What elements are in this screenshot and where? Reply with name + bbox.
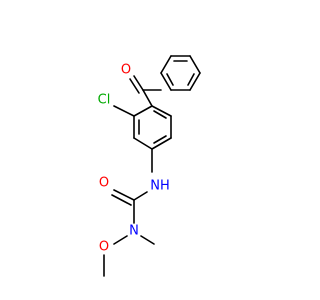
bond-ph-3 xyxy=(189,55,201,74)
bond-ring-inner-2 xyxy=(153,135,167,144)
urea-oxygen-label: O xyxy=(99,176,109,191)
bond-ketone-co-2 xyxy=(129,78,140,94)
bond-ph-4 xyxy=(189,72,201,91)
ketone-oxygen-label: O xyxy=(121,63,131,78)
molecule-diagram: O Cl NH O N O xyxy=(98,55,201,277)
amide-nh-label: NH xyxy=(150,179,170,194)
bond-ph-inner-2 xyxy=(187,73,195,86)
chemical-structure-canvas: O Cl NH O N O xyxy=(97,55,201,277)
bond-n-o xyxy=(113,235,128,245)
ketone-group xyxy=(129,75,162,107)
bond-ketone-co-1 xyxy=(133,75,144,91)
phenyl-ring-top xyxy=(160,55,201,91)
bond-ph-inner-3 xyxy=(166,73,174,86)
urea-nitrogen-label: N xyxy=(129,224,139,239)
bond-ring-6 xyxy=(151,105,172,117)
bond-ph-1 xyxy=(160,55,172,74)
bond-n-methyl xyxy=(140,235,155,245)
bond-ring-inner-3 xyxy=(153,110,167,119)
bond-ring-1 xyxy=(133,105,153,117)
urea-group xyxy=(111,189,148,224)
bond-ph-6 xyxy=(160,72,172,91)
bond-chlorine xyxy=(113,105,135,117)
bond-ketone-ring xyxy=(142,89,153,107)
bond-co-2 xyxy=(111,194,132,206)
chlorophenyl-ring xyxy=(133,105,172,150)
bond-ring-3 xyxy=(133,137,153,150)
chlorine-label: Cl xyxy=(98,93,111,108)
bond-nh-c xyxy=(133,191,148,201)
methoxy-oxygen-label: O xyxy=(99,240,109,255)
bond-ring-4 xyxy=(151,137,172,150)
bond-co-1 xyxy=(113,189,135,201)
